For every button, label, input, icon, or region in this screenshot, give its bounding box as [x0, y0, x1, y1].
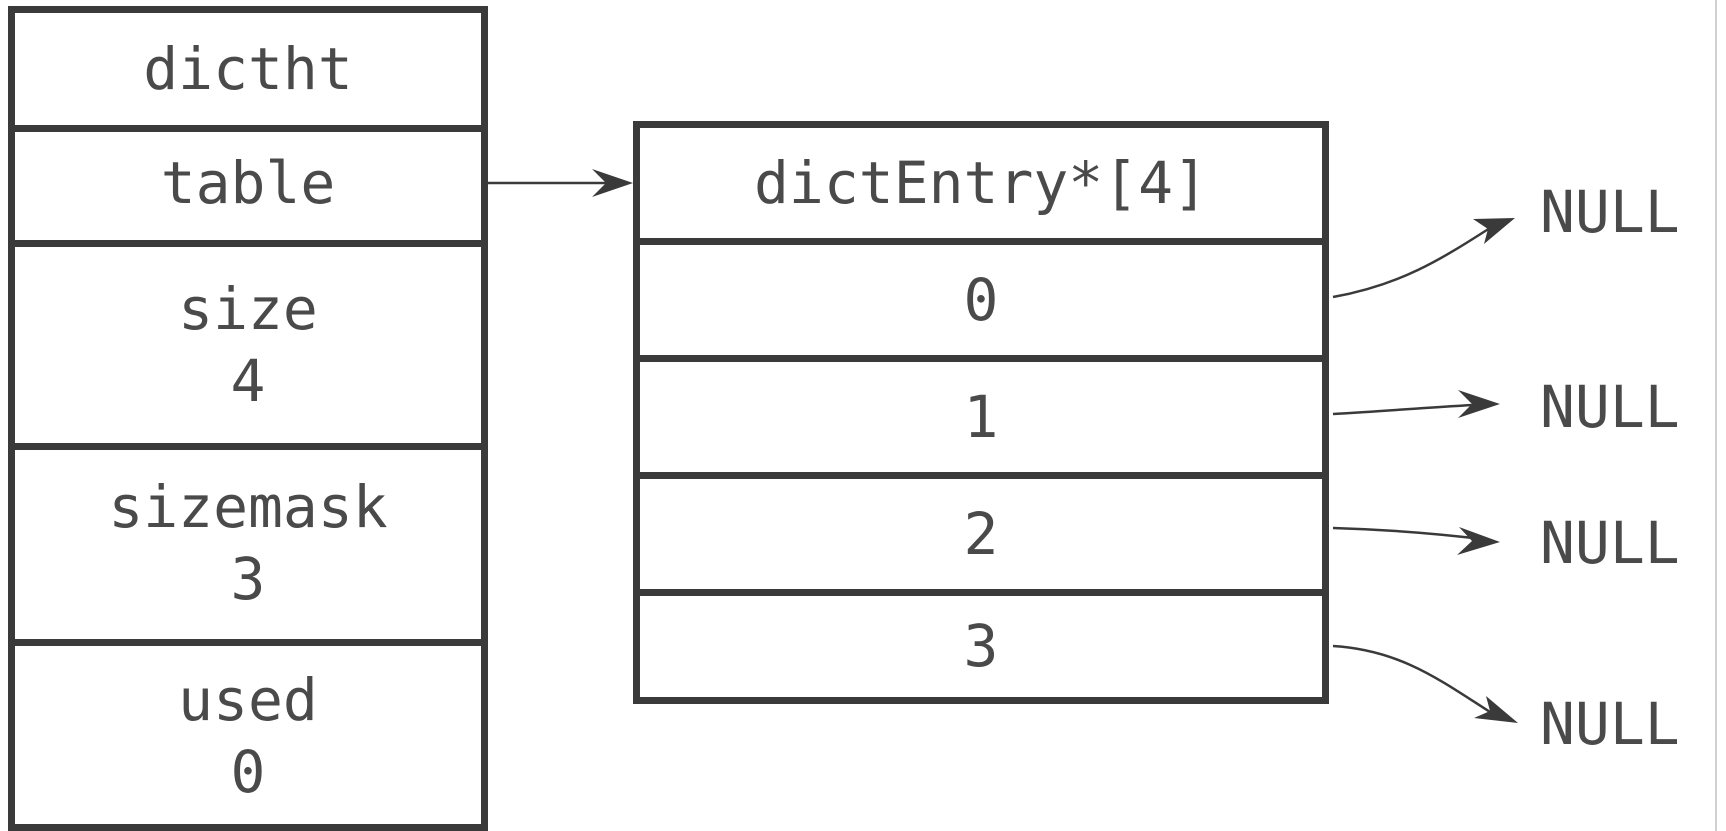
right-edge-strip: [1715, 0, 1726, 831]
array-slot-3: 3: [640, 596, 1322, 697]
array-divider: [640, 589, 1322, 596]
null-label-3: NULL: [1540, 690, 1680, 758]
field-value-size: 4: [230, 347, 266, 415]
array-slot-1: 1: [640, 362, 1322, 472]
dictentry-array-title-text: dictEntry*[4]: [754, 148, 1208, 217]
null-label-2: NULL: [1540, 509, 1680, 577]
array-divider: [640, 355, 1322, 362]
dictht-divider: [15, 240, 481, 247]
null-label-0: NULL: [1540, 178, 1680, 246]
field-name-table: table: [160, 148, 336, 217]
array-divider: [640, 472, 1322, 479]
slot-index-1: 1: [963, 382, 999, 451]
arrowhead: [1458, 390, 1500, 418]
dictht-box: dictht table size 4 sizemask 3 used 0: [8, 6, 488, 831]
field-value-used: 0: [230, 738, 266, 806]
dictentry-array-title: dictEntry*[4]: [640, 128, 1322, 238]
dictht-title-text: dictht: [143, 34, 353, 103]
arrow-slot3-to-null: [1332, 644, 1491, 714]
dictht-field-size: size 4: [15, 247, 481, 443]
dictht-title: dictht: [15, 13, 481, 125]
dictht-divider: [15, 443, 481, 450]
arrowhead: [1474, 696, 1518, 723]
dictentry-array-box: dictEntry*[4] 0 1 2 3: [633, 121, 1329, 704]
slot-index-0: 0: [963, 265, 999, 334]
dictht-field-used: used 0: [15, 646, 481, 826]
field-value-sizemask: 3: [230, 545, 266, 613]
array-slot-0: 0: [640, 245, 1322, 355]
arrowhead: [1457, 527, 1500, 555]
slot-index-3: 3: [963, 612, 999, 681]
array-divider: [640, 238, 1322, 245]
dictht-field-sizemask: sizemask 3: [15, 450, 481, 636]
null-label-1: NULL: [1540, 373, 1680, 441]
array-slot-2: 2: [640, 479, 1322, 589]
arrowhead: [1473, 218, 1515, 244]
field-name-sizemask: sizemask: [108, 472, 388, 541]
field-name-used: used: [178, 665, 318, 734]
dictht-divider: [15, 639, 481, 646]
arrow-slot0-to-null: [1332, 226, 1491, 299]
slot-index-2: 2: [963, 499, 999, 568]
arrowhead: [592, 169, 633, 197]
dictht-divider: [15, 125, 481, 132]
field-name-size: size: [178, 274, 318, 343]
dictht-field-table: table: [15, 132, 481, 234]
